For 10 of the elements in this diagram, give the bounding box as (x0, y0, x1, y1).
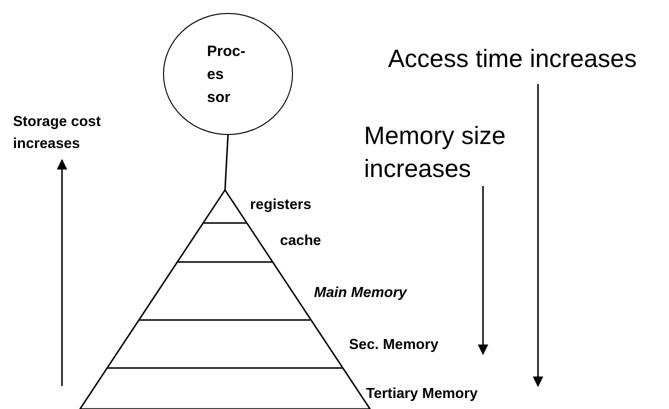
memory-level-label: Tertiary Memory (366, 386, 478, 402)
memory-level-label: registers (250, 197, 312, 213)
connector-line (224, 134, 229, 190)
memory-level-label: Main Memory (314, 285, 407, 301)
node-label: Proc- es sor (207, 42, 246, 108)
memory-level-label: Sec. Memory (349, 337, 438, 353)
trend-label: Storage cost increases (13, 113, 102, 154)
memory-level-label: cache (280, 233, 322, 249)
trend-label: Access time increases (388, 44, 638, 74)
trend-label: Memory size increases (364, 121, 507, 185)
